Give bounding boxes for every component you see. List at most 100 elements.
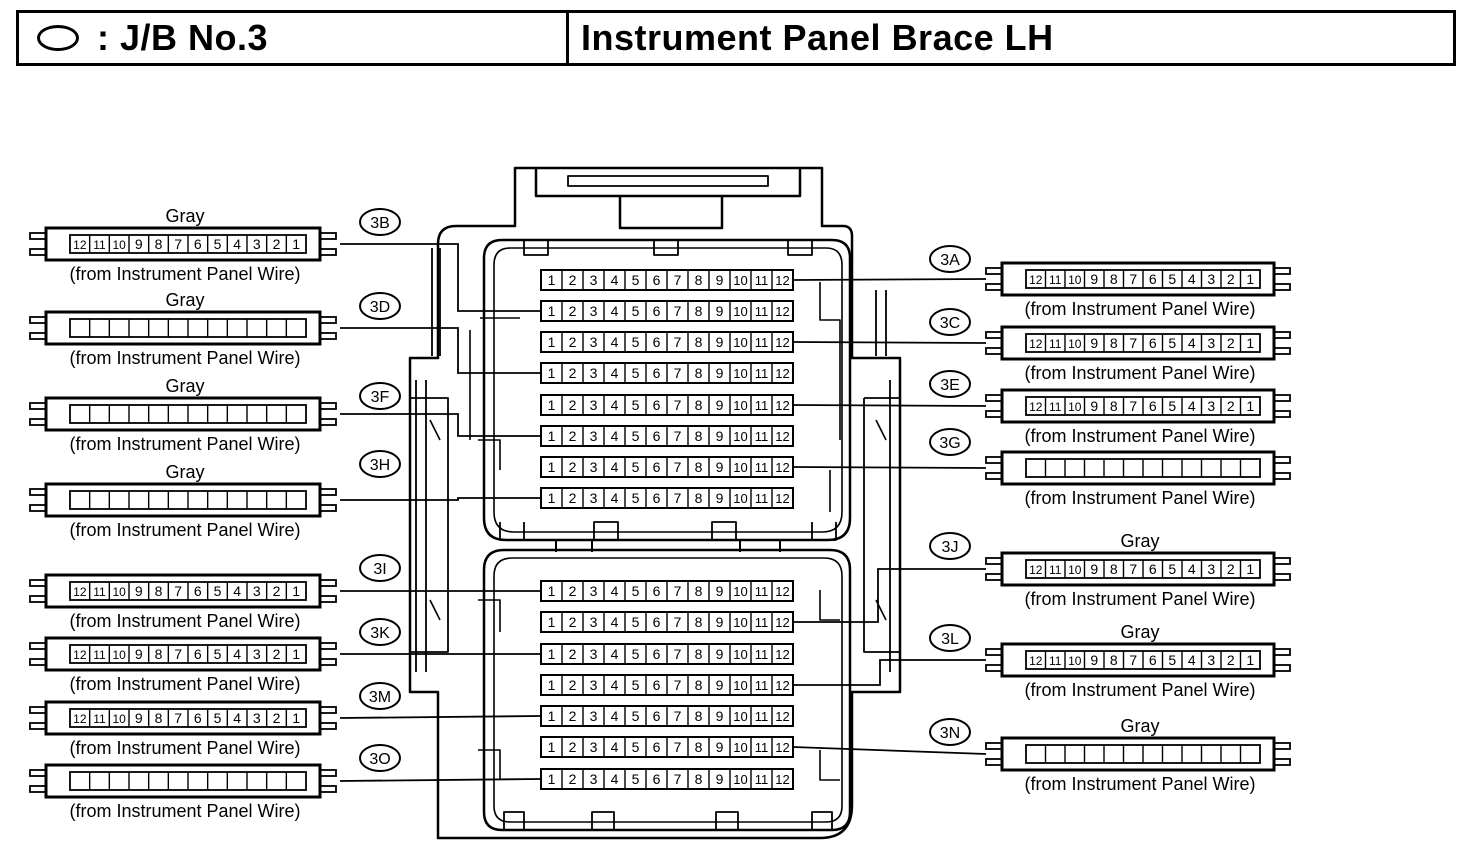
jb-pin-number: 2 [569,739,577,755]
leader-line [340,243,541,312]
connector-tab [319,402,337,410]
jb-pin-number: 12 [775,460,789,475]
connector-pin-number: 5 [214,646,222,662]
connector-pin-number: 3 [1207,561,1215,577]
connector-tab [1273,573,1291,581]
connector-tab [985,758,1003,766]
connector-caption: (from Instrument Panel Wire) [1024,488,1255,508]
jb-pin-number: 12 [775,615,789,630]
connector-pin-number: 2 [273,236,281,252]
jb-pin-number: 3 [590,490,598,506]
connector-tab [29,722,47,730]
connector-pin-number: 5 [1168,271,1176,287]
leader-line [340,327,541,374]
callout-oval [359,554,401,582]
jb-pin-number: 6 [653,459,661,475]
connector-pin-number: 7 [174,583,182,599]
callout-oval [359,208,401,236]
connector-pin-number: 11 [1049,273,1062,287]
jb-pin-number: 3 [590,428,598,444]
jb-pin-number: 11 [755,709,769,724]
jb-pin-number: 10 [733,273,747,288]
callout-3m: 3M [359,682,401,710]
jb-pin-number: 2 [569,583,577,599]
jb-pin-number: 1 [548,614,556,630]
connector-tab [1273,410,1291,418]
connector-pin-number: 9 [1090,271,1098,287]
jb-pin-number: 4 [611,272,619,288]
jb-pin-number: 10 [733,429,747,444]
connector-tab [29,658,47,666]
connector-tab [1273,648,1291,656]
jb-pin-number: 2 [569,334,577,350]
jb-pin-number: 6 [653,397,661,413]
jb-pin-number: 12 [775,772,789,787]
jb-pin-number: 10 [733,740,747,755]
connector-pin-number: 4 [1188,335,1196,351]
jb-pin-number: 2 [569,708,577,724]
jb-pin-number: 6 [653,708,661,724]
jb-pin-number: 11 [755,429,769,444]
callout-id: 3A [940,252,960,269]
connector-pin-number: 2 [1227,271,1235,287]
connector-color-label: Gray [1120,622,1159,642]
connector-pin-number: 10 [1068,337,1082,351]
jb-pin-number: 3 [590,334,598,350]
connector-pin-number: 8 [1110,335,1118,351]
connector-tab [29,706,47,714]
connector-pin-number: 3 [253,646,261,662]
connector-pin-number: 10 [1068,563,1082,577]
jb-pin-number: 6 [653,365,661,381]
connector-pin-number: 10 [112,238,126,252]
connector-pin-number: 8 [155,583,163,599]
connector-pin-number: 5 [214,710,222,726]
connector-caption: (from Instrument Panel Wire) [69,520,300,540]
jb-pin-number: 1 [548,365,556,381]
connector-tab [985,394,1003,402]
connector-tab [1273,456,1291,464]
connector-3d: Gray(from Instrument Panel Wire) [29,290,337,368]
connector-pin-number: 6 [1149,335,1157,351]
connector-tab [1273,283,1291,291]
jb-pin-number: 8 [695,646,703,662]
jb-pin-number: 4 [611,303,619,319]
callout-id: 3D [370,299,390,316]
connector-pin-number: 6 [1149,398,1157,414]
callout-id: 3N [940,725,960,742]
connector-pin-number: 6 [194,583,202,599]
connector-caption: (from Instrument Panel Wire) [1024,299,1255,319]
connector-pin-number: 2 [273,583,281,599]
callout-oval [929,624,971,652]
connector-pin-number: 7 [1129,561,1137,577]
jb-pin-number: 3 [590,397,598,413]
connector-pin-number: 1 [1246,398,1254,414]
callout-id: 3I [373,561,386,578]
callout-3j: 3J [929,532,971,560]
connector-pin-number: 9 [1090,335,1098,351]
leader-line [792,278,987,281]
jb-pin-number: 5 [632,397,640,413]
connector-pin-number: 7 [1129,271,1137,287]
connector-tab [29,402,47,410]
callout-oval [929,308,971,336]
jb-pin-number: 10 [733,615,747,630]
connector-pin-number: 6 [194,646,202,662]
jb-pin-number: 10 [733,584,747,599]
connector-pin-number: 3 [1207,652,1215,668]
title-bar: : J/B No.3 Instrument Panel Brace LH [16,10,1456,66]
jb-pin-number: 4 [611,708,619,724]
leader-line [339,778,542,782]
connector-pin-number: 4 [233,710,241,726]
jb-pin-number: 11 [755,304,769,319]
connector-3n: Gray(from Instrument Panel Wire) [985,716,1291,794]
jb-pin-number: 5 [632,303,640,319]
jb-pin-number: 3 [590,583,598,599]
jb-pin-number: 1 [548,677,556,693]
jb-pin-number: 10 [733,366,747,381]
jb-pin-number: 1 [548,428,556,444]
